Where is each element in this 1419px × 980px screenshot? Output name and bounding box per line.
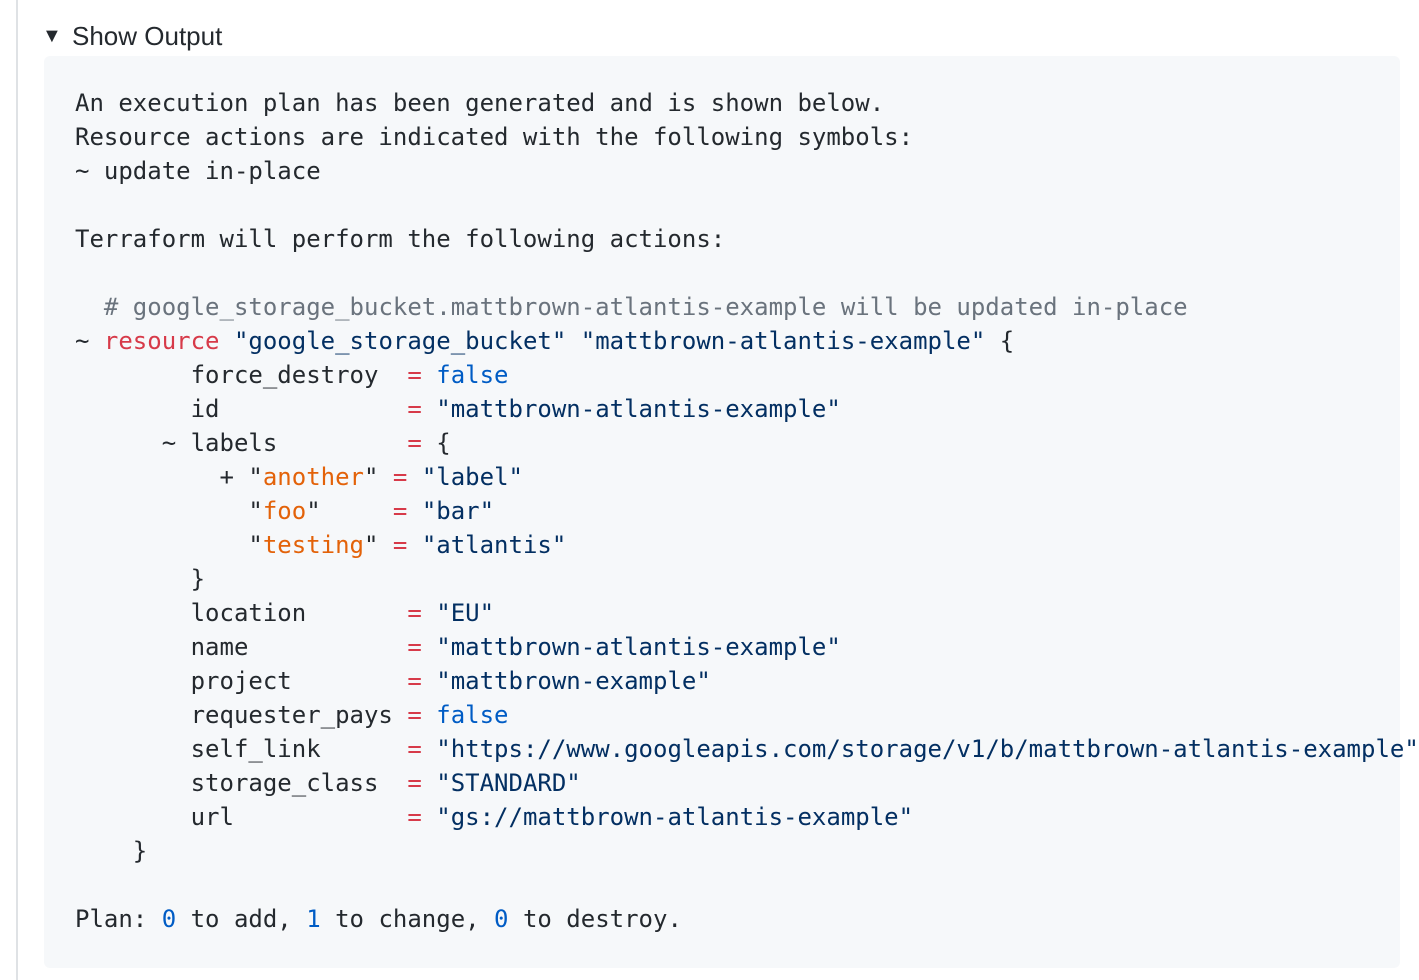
- left-border-rule: [16, 0, 18, 980]
- attr-key: id: [190, 395, 220, 423]
- intro-text: Resource actions are indicated with the …: [75, 123, 914, 151]
- output-line: Resource actions are indicated with the …: [75, 120, 1419, 154]
- labels-close-line: }: [75, 562, 1419, 596]
- add-symbol: +: [219, 463, 249, 491]
- label-value: "atlantis": [421, 531, 567, 559]
- output-line-blank: [75, 256, 1419, 290]
- terraform-plan-output: An execution plan has been generated and…: [75, 86, 1419, 936]
- label-key: foo: [262, 497, 307, 525]
- brace-close: }: [132, 837, 148, 865]
- attr-value: "STANDARD": [436, 769, 581, 797]
- attr-value: "gs://mattbrown-atlantis-example": [436, 803, 914, 831]
- attr-value: false: [436, 361, 509, 389]
- label-key: another: [262, 463, 365, 491]
- attr-line: url = "gs://mattbrown-atlantis-example": [190, 803, 914, 831]
- plan-destroy-count: 0: [494, 905, 509, 933]
- attr-key: name: [190, 633, 249, 661]
- attr-line: requester_pays = false: [190, 701, 509, 729]
- attr-value: "mattbrown-atlantis-example": [436, 395, 841, 423]
- brace-close: }: [190, 565, 206, 593]
- symbol-legend-text: ~ update in-place: [75, 157, 321, 185]
- plan-destroy-text: to destroy.: [508, 905, 682, 933]
- label-value: "bar": [421, 497, 495, 525]
- attr-value: {: [436, 429, 451, 457]
- triangle-down-icon: ▼: [42, 25, 62, 47]
- output-line: ~ update in-place: [75, 154, 1419, 188]
- output-code-block: An execution plan has been generated and…: [44, 56, 1419, 968]
- attr-line: location = "EU": [190, 599, 495, 627]
- resource-close-line: }: [75, 834, 1419, 868]
- attr-key: url: [190, 803, 234, 831]
- attr-value: "EU": [436, 599, 495, 627]
- output-line-blank: [75, 188, 1419, 222]
- output-line: An execution plan has been generated and…: [75, 86, 1419, 120]
- attr-line: id = "mattbrown-atlantis-example": [190, 395, 841, 423]
- plan-add-count: 0: [161, 905, 177, 933]
- attr-line: project = "mattbrown-example": [190, 667, 711, 695]
- attr-line: storage_class = "STANDARD": [190, 769, 581, 797]
- show-output-label: Show Output: [72, 21, 223, 51]
- label-line: + "another" = "label": [219, 463, 523, 491]
- label-line: "testing" = "atlantis": [75, 531, 567, 559]
- plan-change-count: 1: [306, 905, 321, 933]
- actions-heading-text: Terraform will perform the following act…: [75, 225, 726, 253]
- attr-line: ~ labels = {: [75, 429, 451, 457]
- attr-key: location: [190, 599, 307, 627]
- attr-line: name = "mattbrown-atlantis-example": [190, 633, 841, 661]
- attr-key: storage_class: [190, 769, 379, 797]
- resource-type: "google_storage_bucket": [233, 327, 567, 355]
- label-key: testing: [262, 531, 364, 559]
- output-line-blank: [75, 868, 1419, 902]
- attr-key: force_destroy: [190, 361, 379, 389]
- attr-line: force_destroy = false: [190, 361, 509, 389]
- attr-key: self_link: [190, 735, 321, 763]
- show-output-toggle[interactable]: ▼ Show Output: [42, 18, 222, 54]
- attr-key: project: [190, 667, 292, 695]
- attr-value: "mattbrown-example": [436, 667, 711, 695]
- brace-open: {: [985, 327, 1015, 355]
- resource-name: "mattbrown-atlantis-example": [580, 327, 986, 355]
- resource-header-line: ~ resource "google_storage_bucket" "matt…: [75, 324, 1419, 358]
- intro-text: An execution plan has been generated and…: [75, 89, 885, 117]
- update-symbol: ~: [75, 327, 104, 355]
- plan-label: Plan:: [75, 905, 162, 933]
- resource-keyword: resource: [103, 327, 220, 355]
- attr-value: "mattbrown-atlantis-example": [436, 633, 841, 661]
- attr-line: self_link = "https://www.googleapis.com/…: [190, 735, 1419, 763]
- plan-change-text: to change,: [320, 905, 495, 933]
- attr-value: false: [436, 701, 509, 729]
- attr-value: "https://www.googleapis.com/storage/v1/b…: [436, 735, 1419, 763]
- attr-key: requester_pays: [190, 701, 393, 729]
- resource-comment: # google_storage_bucket.mattbrown-atlant…: [103, 293, 1188, 321]
- output-line: Terraform will perform the following act…: [75, 222, 1419, 256]
- plan-add-text: to add,: [176, 905, 307, 933]
- output-line: # google_storage_bucket.mattbrown-atlant…: [75, 290, 1419, 324]
- plan-summary-line: Plan: 0 to add, 1 to change, 0 to destro…: [75, 902, 1419, 936]
- label-line: "foo" = "bar": [75, 497, 495, 525]
- attr-key: labels: [190, 429, 278, 457]
- label-value: "label": [421, 463, 523, 491]
